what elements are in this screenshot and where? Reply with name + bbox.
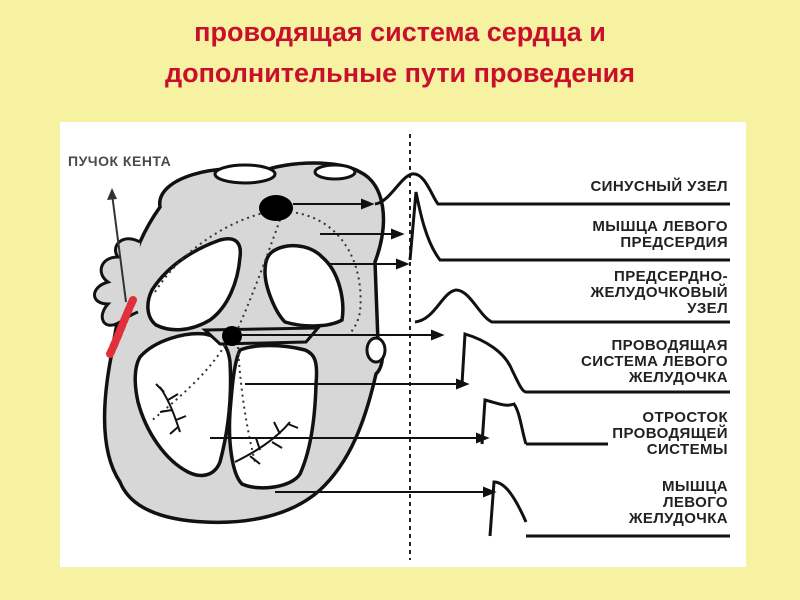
label-av-node: ПРЕДСЕРДНО- ЖЕЛУДОЧКОВЫЙ УЗЕЛ [586, 267, 732, 319]
waveform-left-atrium [408, 191, 526, 262]
right-bundle-path [237, 346, 256, 463]
label-lv-muscle-line-1: МЫШЦА [661, 478, 728, 495]
kent-pointer-line [111, 193, 127, 303]
atrial-appendage [93, 237, 141, 327]
label-left-atrium-muscle: МЫШЦА ЛЕВОГО ПРЕДСЕРДИЯ [588, 217, 732, 253]
waveform-branch [480, 398, 528, 445]
label-av-node-line-2: ЖЕЛУДОЧКОВЫЙ [590, 284, 728, 301]
label-left-atrium-line-2: ПРЕДСЕРДИЯ [620, 234, 728, 251]
waveform-lv-conduction [460, 332, 527, 394]
right-atrium [263, 244, 345, 328]
heart-conduction-figure: ПУЧОК КЕНТА СИНУСНЫЙ УЗЕЛ МЫШЦА ЛЕВОГО П… [60, 122, 746, 567]
pulmonary-opening [313, 163, 357, 181]
label-lv-conduction-line-3: ЖЕЛУДОЧКА [628, 369, 728, 386]
waveform-sinus-node [374, 172, 526, 206]
label-lv-muscle-line-3: ЖЕЛУДОЧКА [628, 510, 728, 527]
label-lv-conduction-line-1: ПРОВОДЯЩАЯ [611, 337, 728, 354]
left-purkinje-branches [155, 383, 187, 435]
title-line-1: проводящая система сердца и [194, 17, 606, 47]
vein-opening [365, 336, 387, 364]
heart-diagram-svg [93, 134, 730, 560]
waveforms [374, 172, 528, 537]
left-bundle-path [149, 339, 229, 423]
label-conduction-branch: ОТРОСТОК ПРОВОДЯЩЕЙ СИСТЕМЫ [608, 408, 732, 460]
waveform-av-node [414, 288, 526, 324]
label-sinus-node: СИНУСНЫЙ УЗЕЛ [586, 177, 732, 197]
kent-bundle [106, 296, 137, 358]
av-node [222, 326, 242, 346]
right-ventricle [227, 343, 319, 490]
kent-pointer-arrowhead [107, 188, 117, 200]
right-purkinje-branches [234, 421, 299, 465]
label-lv-muscle-line-2: ЛЕВОГО [662, 494, 728, 511]
label-av-node-line-1: ПРЕДСЕРДНО- [614, 268, 728, 285]
label-branch-line-2: ПРОВОДЯЩЕЙ [612, 425, 728, 442]
label-lv-conduction: ПРОВОДЯЩАЯ СИСТЕМА ЛЕВОГО ЖЕЛУДОЧКА [577, 336, 732, 388]
sinus-node [259, 195, 293, 221]
label-left-atrium-line-1: МЫШЦА ЛЕВОГО [592, 218, 728, 235]
kent-bundle-label: ПУЧОК КЕНТА [68, 153, 172, 169]
left-atrium [146, 237, 243, 332]
label-lv-conduction-line-2: СИСТЕМА ЛЕВОГО [581, 353, 728, 370]
label-sinus-node-line-1: СИНУСНЫЙ УЗЕЛ [590, 178, 728, 195]
title-line-2: дополнительные пути проведения [164, 58, 636, 88]
label-branch-line-1: ОТРОСТОК [642, 409, 728, 426]
waveform-lv-muscle [488, 480, 528, 537]
internodal-path-3 [289, 211, 362, 338]
label-av-node-line-3: УЗЕЛ [687, 300, 728, 317]
label-branch-line-3: СИСТЕМЫ [646, 441, 728, 458]
aorta-opening [213, 163, 277, 185]
label-lv-muscle: МЫШЦА ЛЕВОГО ЖЕЛУДОЧКА [624, 477, 732, 529]
slide-title: проводящая система сердца и дополнительн… [0, 12, 800, 94]
